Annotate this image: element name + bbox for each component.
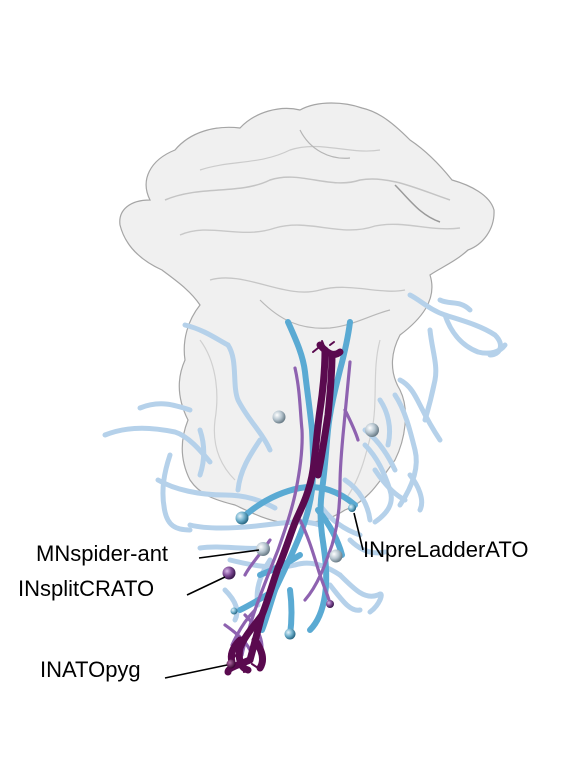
soma-mnspider-ant — [256, 542, 270, 556]
soma-grey-2 — [365, 423, 379, 437]
leader-line-insplit — [186, 576, 226, 596]
leader-line-mnspider — [198, 549, 260, 559]
brain-outline — [119, 102, 495, 525]
soma-grey-1 — [272, 410, 286, 424]
soma-purple-small — [326, 600, 334, 608]
soma-insplitcrato — [222, 566, 236, 580]
soma-blue-2 — [284, 628, 296, 640]
somata — [222, 410, 379, 669]
label-inatopyg: INATOpyg — [40, 657, 141, 682]
leader-lines — [164, 512, 364, 679]
dark-purple-neurons — [224, 341, 344, 676]
label-mnspider-ant: MNspider-ant — [36, 541, 168, 566]
dark-purple-neuron-fine — [231, 340, 339, 673]
label-insplitcrato: INsplitCRATO — [18, 576, 154, 601]
soma-blue-small — [230, 607, 238, 615]
leader-line-inatopyg — [164, 664, 228, 679]
soma-inatopyg — [226, 659, 236, 669]
soma-blue-1 — [235, 511, 249, 525]
soma-grey-3 — [329, 549, 343, 563]
label-inpreladderato: INpreLadderATO — [363, 537, 529, 562]
leader-line-inpreladder — [353, 512, 364, 551]
soma-inpreladderato — [348, 504, 356, 512]
